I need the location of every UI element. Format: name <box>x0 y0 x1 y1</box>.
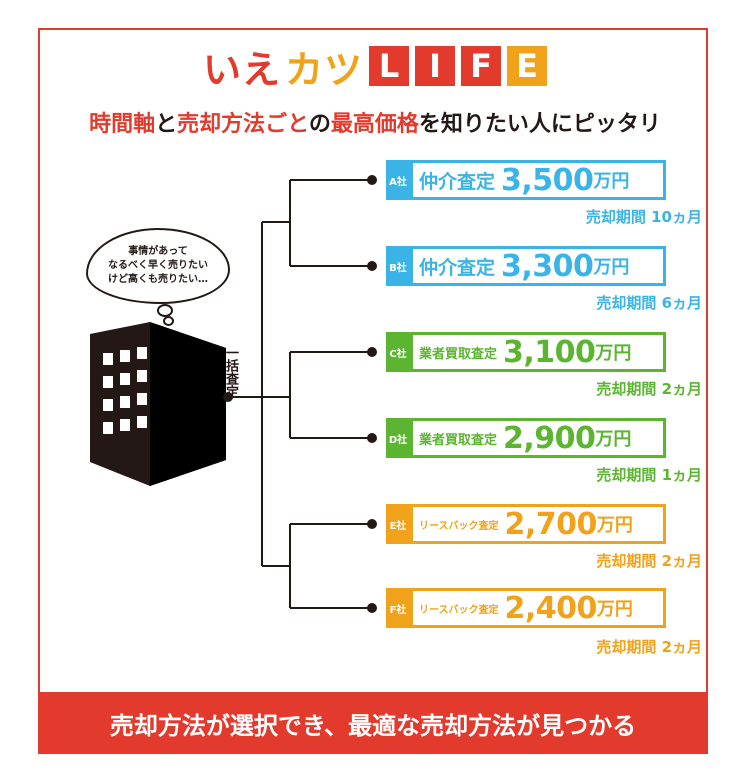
thought-bubble-dot-large <box>157 304 173 317</box>
offer-card-d: D社 業者買取査定 2,900 万円 <box>386 418 666 458</box>
price-amount: 3,100 <box>503 334 596 370</box>
subtitle-no: の <box>308 112 331 137</box>
price-box: 業者買取査定 2,900 万円 <box>410 418 666 458</box>
period-value: 1ヵ月 <box>661 466 702 484</box>
thought-line-3: けど高くも売りたい… <box>108 274 208 285</box>
price-unit: 万円 <box>596 599 633 620</box>
period-label: 売却期間 <box>596 380 657 398</box>
logo-text-katsu: カツ <box>285 47 364 92</box>
offer-card-a: A社 仲介査定 3,500 万円 <box>386 160 666 200</box>
footer-text: 売却方法が選択でき、最適な売却方法が見つかる <box>109 711 637 740</box>
offer-card-e: E社 リースバック査定 2,700 万円 <box>386 504 666 544</box>
period-label: 売却期間 <box>596 294 657 312</box>
company-tag: E社 <box>386 504 410 544</box>
sale-period-c: 売却期間 2ヵ月 <box>596 378 702 399</box>
price-amount: 2,700 <box>504 506 598 542</box>
subtitle-time: 時間軸 <box>89 112 156 137</box>
thought-bubble: 事情があって なるべく早く売りたい けど高くも売りたい… <box>86 228 230 304</box>
appraisal-method: 業者買取査定 <box>419 346 498 362</box>
subtitle: 時間軸と売却方法ごとの最高価格を知りたい人にピッタリ <box>0 106 750 138</box>
subtitle-price: 最高価格 <box>330 112 419 137</box>
offer-card-c: C社 業者買取査定 3,100 万円 <box>386 332 666 372</box>
company-tag: A社 <box>386 160 410 200</box>
price-amount: 2,400 <box>504 590 598 626</box>
price-unit: 万円 <box>596 515 633 536</box>
subtitle-to: と <box>155 112 178 137</box>
period-value: 2ヵ月 <box>661 380 702 398</box>
appraisal-method: 業者買取査定 <box>419 432 498 448</box>
appraisal-method: 仲介査定 <box>419 256 496 279</box>
sale-period-d: 売却期間 1ヵ月 <box>596 464 702 485</box>
thought-line-1: 事情があって <box>128 246 188 257</box>
thought-line-2: なるべく早く売りたい <box>108 260 208 271</box>
logo-text-ie: いえ <box>202 47 281 92</box>
price-unit: 万円 <box>595 429 632 450</box>
company-tag: F社 <box>386 588 410 628</box>
subtitle-method: 売却方法ごと <box>177 112 309 137</box>
period-value: 10ヵ月 <box>651 208 702 226</box>
logo-letter-e: E <box>507 46 548 86</box>
logo-letter-f: F <box>461 46 502 86</box>
logo-letter-i: I <box>415 46 456 86</box>
price-amount: 3,300 <box>501 248 594 284</box>
appraisal-method: リースバック査定 <box>419 520 499 532</box>
bulk-appraisal-label: 一括査定 <box>223 346 238 398</box>
period-label: 売却期間 <box>596 552 657 570</box>
period-label: 売却期間 <box>596 638 657 656</box>
logo-letter-l: L <box>369 46 410 86</box>
appraisal-method: リースバック査定 <box>419 604 499 616</box>
thought-bubble-dot-small <box>163 316 174 326</box>
branch-lines <box>228 179 372 609</box>
sale-period-e: 売却期間 2ヵ月 <box>596 550 702 571</box>
price-box: 仲介査定 3,500 万円 <box>410 160 666 200</box>
subtitle-rest: を知りたい人にピッタリ <box>418 112 661 137</box>
price-unit: 万円 <box>595 343 632 364</box>
period-label: 売却期間 <box>596 466 657 484</box>
company-tag: B社 <box>386 246 410 286</box>
company-tag: C社 <box>386 332 410 372</box>
price-box: 業者買取査定 3,100 万円 <box>410 332 666 372</box>
sale-period-a: 売却期間 10ヵ月 <box>586 206 702 227</box>
period-value: 6ヵ月 <box>661 294 702 312</box>
price-unit: 万円 <box>593 171 630 192</box>
price-amount: 3,500 <box>501 162 594 198</box>
footer-banner: 売却方法が選択でき、最適な売却方法が見つかる <box>38 692 708 754</box>
appraisal-method: 仲介査定 <box>419 170 496 193</box>
price-amount: 2,900 <box>503 420 596 456</box>
offer-card-f: F社 リースバック査定 2,400 万円 <box>386 588 666 628</box>
sale-period-b: 売却期間 6ヵ月 <box>596 292 702 313</box>
offer-card-b: B社 仲介査定 3,300 万円 <box>386 246 666 286</box>
period-value: 2ヵ月 <box>661 638 702 656</box>
building-icon <box>90 322 226 486</box>
company-tag: D社 <box>386 418 410 458</box>
price-box: リースバック査定 2,400 万円 <box>410 588 666 628</box>
period-value: 2ヵ月 <box>661 552 702 570</box>
price-box: 仲介査定 3,300 万円 <box>410 246 666 286</box>
sale-period-f: 売却期間 2ヵ月 <box>596 636 702 657</box>
branch-dots <box>223 175 377 613</box>
period-label: 売却期間 <box>585 208 646 226</box>
price-box: リースバック査定 2,700 万円 <box>410 504 666 544</box>
price-unit: 万円 <box>593 257 630 278</box>
brand-logo: いえ カツ L I F E <box>0 40 750 92</box>
